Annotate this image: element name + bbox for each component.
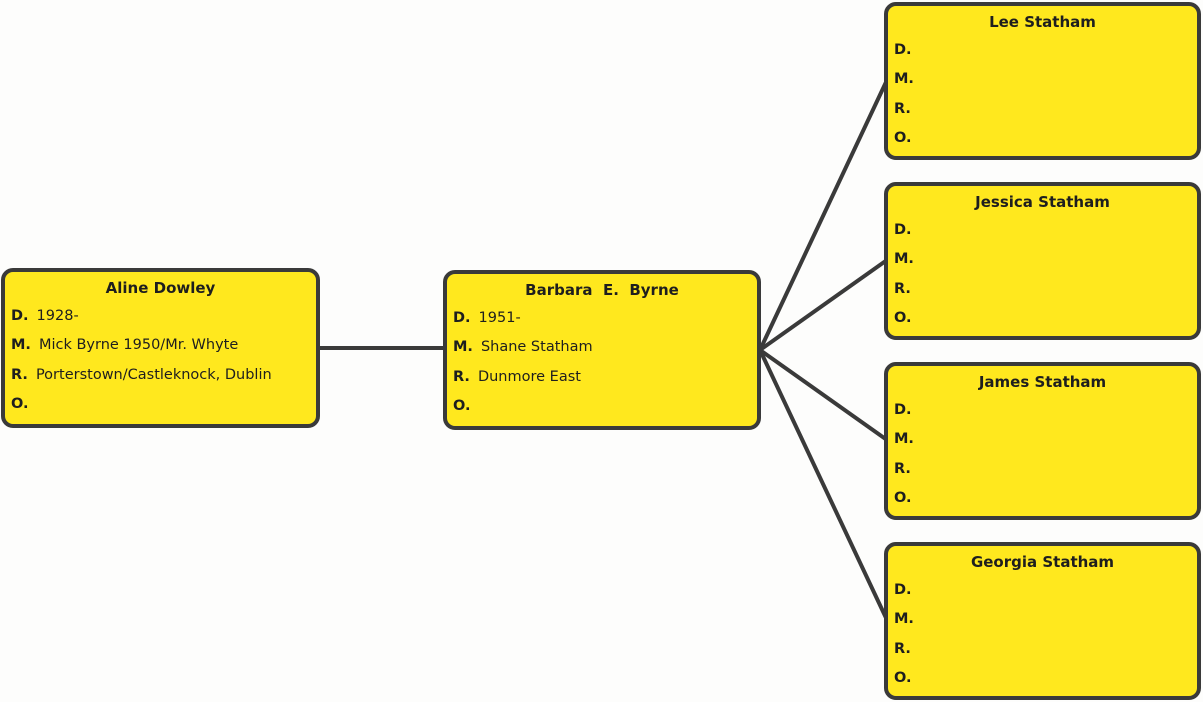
field-row-d: D. bbox=[894, 35, 1191, 65]
field-key: R. bbox=[453, 368, 470, 385]
field-row-r: R. bbox=[894, 454, 1191, 484]
field-key: M. bbox=[453, 339, 473, 356]
field-key: R. bbox=[894, 100, 911, 117]
field-row-d: D. 1951- bbox=[453, 303, 751, 333]
person-name: Jessica Statham bbox=[975, 193, 1110, 211]
field-row-r: R. bbox=[894, 94, 1191, 124]
field-key: O. bbox=[11, 396, 29, 413]
field-value: Porterstown/Castleknock, Dublin bbox=[35, 366, 272, 383]
connector-barbara-to-georgia bbox=[758, 349, 889, 621]
field-key: M. bbox=[894, 611, 914, 628]
field-row-d: D. bbox=[894, 395, 1191, 425]
field-row-d: D. bbox=[894, 215, 1191, 245]
field-value: Shane Statham bbox=[480, 339, 593, 356]
field-key: R. bbox=[894, 460, 911, 477]
field-key: M. bbox=[894, 251, 914, 268]
person-box-lee-statham: Lee Statham D. M. R. O. bbox=[884, 2, 1201, 160]
connector-barbara-to-jessica bbox=[758, 258, 889, 352]
person-name: Georgia Statham bbox=[970, 553, 1115, 571]
field-key: O. bbox=[894, 310, 912, 327]
field-value: 1928- bbox=[36, 307, 79, 324]
field-key: O. bbox=[894, 670, 912, 687]
person-box-jessica-statham: Jessica Statham D. M. R. O. bbox=[884, 182, 1201, 340]
field-key: O. bbox=[894, 490, 912, 507]
person-box-georgia-statham: Georgia Statham D. M. R. O. bbox=[884, 542, 1201, 700]
person-box-james-statham: James Statham D. M. R. O. bbox=[884, 362, 1201, 520]
field-key: D. bbox=[11, 307, 29, 324]
field-row-r: R. bbox=[894, 634, 1191, 664]
field-key: M. bbox=[894, 431, 914, 448]
person-name: James Statham bbox=[978, 373, 1107, 391]
field-row-r: R. Porterstown/Castleknock, Dublin bbox=[11, 360, 310, 390]
field-key: M. bbox=[894, 71, 914, 88]
field-row-o: O. bbox=[894, 124, 1191, 154]
person-name: Aline Dowley bbox=[105, 279, 216, 297]
field-value: Mick Byrne 1950/Mr. Whyte bbox=[38, 337, 239, 354]
field-key: R. bbox=[894, 280, 911, 297]
field-key: R. bbox=[11, 366, 28, 383]
person-name: Lee Statham bbox=[989, 13, 1096, 31]
person-name: Barbara E. Byrne bbox=[525, 281, 679, 299]
field-key: R. bbox=[894, 640, 911, 657]
person-box-aline-dowley: Aline Dowley D. 1928- M. Mick Byrne 1950… bbox=[1, 268, 320, 428]
field-key: M. bbox=[11, 337, 31, 354]
field-row-m: M. bbox=[894, 425, 1191, 455]
person-box-barbara-byrne: Barbara E. Byrne D. 1951- M. Shane Stath… bbox=[443, 270, 761, 430]
field-key: D. bbox=[894, 221, 912, 238]
field-row-o: O. bbox=[894, 664, 1191, 694]
field-row-d: D. 1928- bbox=[11, 301, 310, 331]
connector-barbara-to-lee bbox=[758, 79, 889, 351]
field-key: D. bbox=[894, 581, 912, 598]
field-row-r: R. bbox=[894, 274, 1191, 304]
field-row-o: O. bbox=[894, 484, 1191, 514]
field-key: O. bbox=[453, 398, 471, 415]
field-row-o: O. bbox=[453, 392, 751, 422]
field-row-m: M. bbox=[894, 65, 1191, 95]
field-value: 1951- bbox=[478, 309, 521, 326]
field-row-m: M. Mick Byrne 1950/Mr. Whyte bbox=[11, 331, 310, 361]
field-row-m: M. bbox=[894, 605, 1191, 635]
field-key: D. bbox=[894, 401, 912, 418]
field-value: Dunmore East bbox=[477, 368, 581, 385]
field-row-d: D. bbox=[894, 575, 1191, 605]
field-row-m: M. bbox=[894, 245, 1191, 275]
field-key: D. bbox=[453, 309, 471, 326]
connector-barbara-to-james bbox=[758, 348, 889, 442]
field-row-o: O. bbox=[11, 390, 310, 420]
field-row-o: O. bbox=[894, 304, 1191, 334]
field-key: O. bbox=[894, 130, 912, 147]
field-row-m: M. Shane Statham bbox=[453, 333, 751, 363]
field-key: D. bbox=[894, 41, 912, 58]
field-row-r: R. Dunmore East bbox=[453, 362, 751, 392]
